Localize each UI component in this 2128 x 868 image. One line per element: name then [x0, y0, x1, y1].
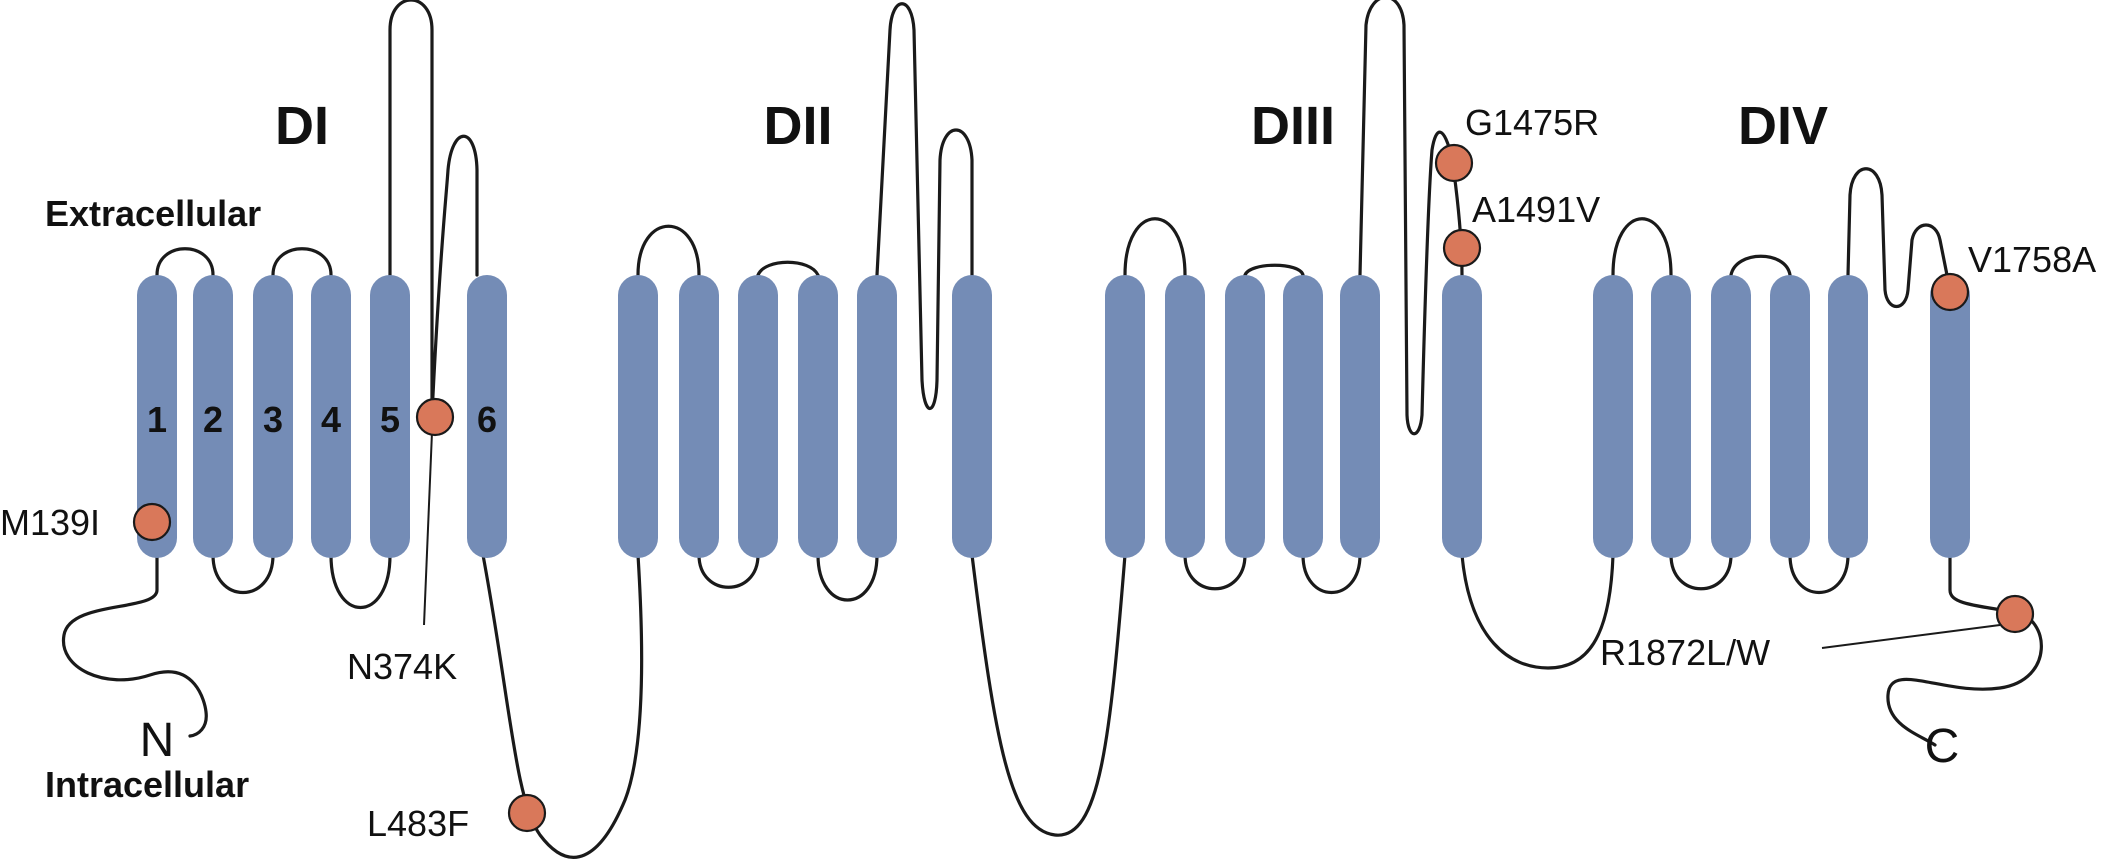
d1-pore-loop [388, 0, 479, 417]
n-terminus-label: N [140, 714, 175, 767]
d2-loop-s3-s4 [756, 260, 820, 277]
intracellular-label: Intracellular [45, 764, 249, 805]
domain-label-d4: DIV [1738, 96, 1828, 156]
v1758a-label: V1758A [1968, 239, 2096, 280]
d2-loop-s2-s3 [697, 553, 760, 589]
r1872lw-label: R1872L/W [1600, 632, 1770, 673]
d2-s2-helix [679, 275, 719, 558]
d2-s5-helix [857, 275, 897, 558]
segment-number-2: 2 [203, 399, 223, 440]
domain-label-d3: DIII [1251, 96, 1335, 156]
r1872lw-site [1995, 594, 2035, 634]
d4-s3-helix [1711, 275, 1751, 558]
a1491v-label: A1491V [1472, 189, 1600, 230]
d3-s4-helix [1283, 275, 1323, 558]
segment-number-5: 5 [380, 399, 400, 440]
d4-pore-loop [1846, 167, 1952, 309]
d3-s5-helix [1340, 275, 1380, 558]
d1-s5-helix [370, 275, 410, 558]
domain-label-d2: DII [763, 96, 832, 156]
n374k-label: N374K [347, 646, 457, 687]
n374k-site [415, 397, 455, 437]
m139i-label: M139I [0, 502, 100, 543]
extracellular-label: Extracellular [45, 193, 261, 234]
mutation-leaders [423, 431, 2001, 649]
d2-d3-linker [970, 553, 1127, 837]
d4-s1-helix [1593, 275, 1633, 558]
l483f-site [507, 793, 547, 833]
transmembrane-helices [137, 275, 1970, 558]
d1-loop-s4-s5 [329, 553, 392, 609]
domain-label-d1: DI [275, 96, 329, 156]
d3-s2-helix [1165, 275, 1205, 558]
d2-s6-helix [952, 275, 992, 558]
d1-s4-helix [311, 275, 351, 558]
a1491v-site [1442, 228, 1482, 268]
d1-s1-helix [137, 275, 177, 558]
d1-s3-helix [253, 275, 293, 558]
v1758a-site [1930, 272, 1970, 312]
d4-loop-s1-s2 [1611, 217, 1673, 277]
d1-s2-helix [193, 275, 233, 558]
l483f-label: L483F [367, 803, 469, 844]
d3-s3-helix [1225, 275, 1265, 558]
m139i-site [132, 502, 172, 542]
segment-number-4: 4 [321, 399, 341, 440]
d3-loop-s1-s2 [1123, 217, 1187, 277]
d4-loop-s3-s4 [1729, 254, 1792, 277]
n-terminal-tail [61, 553, 208, 738]
d1-loop-s2-s3 [211, 553, 275, 594]
mutation-sites [132, 143, 2035, 833]
n374k-leader [423, 431, 433, 626]
d2-s1-helix [618, 275, 658, 558]
r1872lw-leader [1821, 624, 2001, 649]
d2-pore-loop [875, 2, 974, 411]
d2-s4-helix [798, 275, 838, 558]
segment-number-3: 3 [263, 399, 283, 440]
d3-loop-s3-s4 [1243, 263, 1305, 277]
d3-loop-s4-s5 [1301, 553, 1362, 594]
d3-loop-s2-s3 [1183, 553, 1247, 591]
backbone-loops [61, 0, 2043, 859]
d4-s2-helix [1651, 275, 1691, 558]
d1-s6-helix [467, 275, 507, 558]
d1-d2-linker [481, 553, 644, 859]
segment-number-1: 1 [147, 399, 167, 440]
d4-loop-s4-s5 [1788, 553, 1850, 594]
d3-s6-helix [1442, 275, 1482, 558]
d3-s1-helix [1105, 275, 1145, 558]
c-terminus-label: C [1925, 720, 1960, 773]
d1-loop-s3-s4 [271, 247, 333, 277]
d4-loop-s2-s3 [1669, 553, 1733, 591]
d1-loop-s1-s2 [155, 247, 215, 277]
d2-loop-s1-s2 [636, 224, 701, 277]
d3-d4-linker [1460, 553, 1615, 670]
d4-s5-helix [1828, 275, 1868, 558]
g1475r-site [1434, 143, 1474, 183]
g1475r-label: G1475R [1465, 102, 1599, 143]
d4-s4-helix [1770, 275, 1810, 558]
segment-number-6: 6 [477, 399, 497, 440]
d2-s3-helix [738, 275, 778, 558]
c-terminal-tail [1886, 553, 2043, 747]
d2-loop-s4-s5 [816, 553, 879, 602]
d4-s6-helix [1930, 275, 1970, 558]
